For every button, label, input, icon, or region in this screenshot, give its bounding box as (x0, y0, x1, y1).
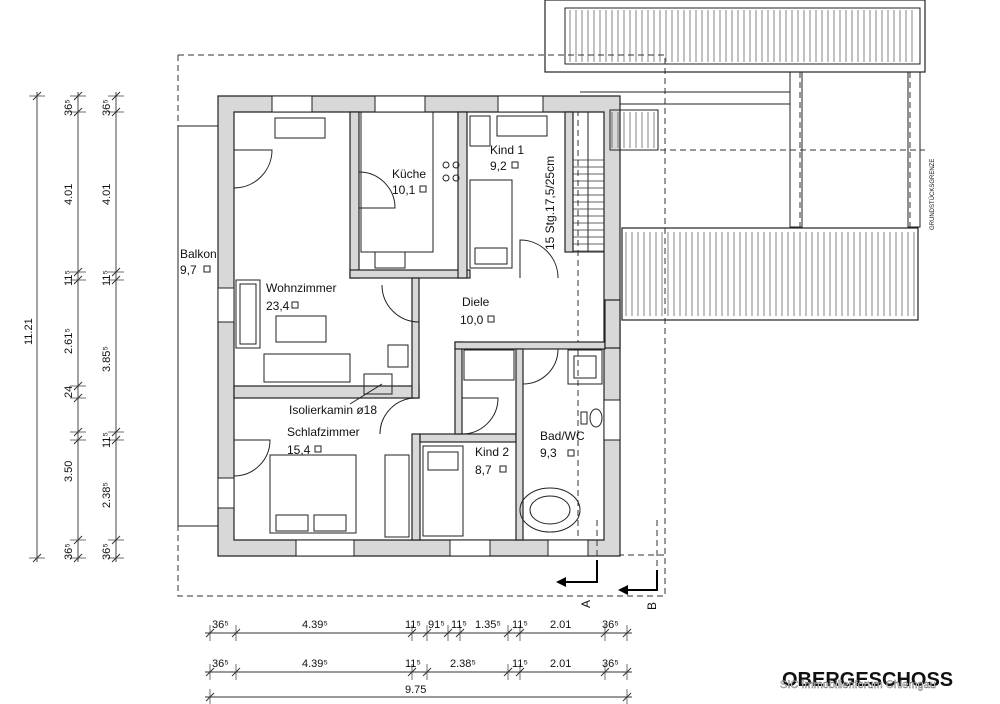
dim-b2-3: 2.38⁵ (450, 658, 476, 670)
schlafzimmer-marker (314, 445, 322, 453)
kueche-area: 10,1 (392, 183, 416, 197)
dim-l2-6: 36⁵ (63, 99, 75, 116)
furniture (235, 111, 603, 538)
schlafzimmer-area: 15,4 (287, 443, 311, 457)
dim-b1-2: 11⁵ (405, 619, 421, 631)
section-b-label: B (645, 602, 659, 610)
kind2-area: 8,7 (475, 463, 492, 477)
balkon-name: Balkon (180, 247, 217, 261)
kueche-marker (419, 185, 427, 193)
balkon-marker (203, 265, 211, 273)
windows (217, 95, 621, 557)
bad-marker (567, 449, 575, 457)
dim-l2-4: 11⁵ (63, 270, 75, 286)
dim-l3-3: 3.85⁵ (101, 346, 113, 372)
balcony (177, 125, 221, 527)
dim-b1-3: 91⁵ (428, 619, 445, 631)
credit-text: SIC Immobilienforum Chiemgau (780, 679, 936, 691)
dim-b1-0: 36⁵ (212, 619, 229, 631)
dim-left-total: 11.21 (23, 318, 35, 345)
diele-name: Diele (462, 295, 490, 309)
dim-l2-2: 24 (63, 386, 75, 398)
bad-area: 9,3 (540, 446, 557, 460)
kind2-name: Kind 2 (475, 445, 509, 459)
bad-name: Bad/WC (540, 429, 585, 443)
grenze-label: GRUNDSTÜCKSGRENZE (929, 159, 936, 230)
room-labels: Küche 10,1 Kind 1 9,2 Balkon 9,7 Wohnzim… (180, 143, 585, 477)
neighbour-roof: GRUNDSTÜCKSGRENZE (544, 0, 936, 321)
dim-b2-5: 2.01 (550, 658, 571, 670)
dim-l3-6: 36⁵ (101, 99, 113, 116)
dim-b1-1: 4.39⁵ (302, 619, 328, 631)
dim-b2-0: 36⁵ (212, 658, 229, 670)
schlafzimmer-name: Schlafzimmer (287, 425, 360, 439)
dim-b1-8: 36⁵ (602, 619, 619, 631)
wohnzimmer-marker (291, 301, 299, 309)
kind1-marker (511, 161, 519, 169)
plan-title: OBERGESCHOSS (782, 669, 953, 691)
dim-b2-4: 11⁵ (512, 658, 528, 670)
dim-l3-0: 36⁵ (101, 543, 113, 560)
dim-b1-5: 1.35⁵ (475, 619, 501, 631)
dim-b2-6: 36⁵ (602, 658, 619, 670)
dim-l2-0: 36⁵ (63, 543, 75, 560)
dim-b1-7: 2.01 (550, 619, 571, 631)
diele-area: 10,0 (460, 313, 484, 327)
isolierkamin-label: Isolierkamin ø18 (289, 403, 377, 417)
kind1-area: 9,2 (490, 159, 507, 173)
dim-b2-1: 4.39⁵ (302, 658, 328, 670)
dim-b1-6: 11⁵ (512, 619, 528, 631)
balkon-area: 9,7 (180, 263, 197, 277)
stairs-label: 15 Stg.17,5/25cm (543, 156, 557, 250)
dim-l3-4: 11⁵ (101, 270, 113, 286)
kind2-marker (499, 465, 507, 473)
kueche-name: Küche (392, 167, 426, 181)
kind1-name: Kind 1 (490, 143, 524, 157)
dim-l3-5: 4.01 (101, 184, 113, 205)
dim-bottom-total: 9.75 (405, 684, 426, 696)
roof-outline (177, 54, 666, 597)
interior-walls (233, 111, 621, 541)
dim-l2-1: 3.50 (63, 461, 75, 482)
dim-l2-5: 4.01 (63, 184, 75, 205)
wohnzimmer-name: Wohnzimmer (266, 281, 336, 295)
dim-b2-2: 11⁵ (405, 658, 421, 670)
dim-l2-3: 2.61⁵ (63, 328, 75, 354)
bottom-dimensions: 36⁵ 4.39⁵ 11⁵ 91⁵ 11⁵ 1.35⁵ 11⁵ 2.01 36⁵… (205, 619, 632, 704)
staircase (572, 109, 659, 253)
left-dimensions: 11.21 36⁵ 3.50 24 2.61⁵ 11⁵ 4.01 36⁵ 36⁵… (23, 91, 124, 563)
wohnzimmer-area: 23,4 (266, 299, 290, 313)
section-markers: A B (556, 520, 659, 610)
doors (233, 149, 559, 477)
diele-marker (487, 315, 495, 323)
dim-b1-4: 11⁵ (451, 619, 467, 631)
section-a-label: A (579, 600, 593, 608)
dim-l3-1: 2.38⁵ (101, 482, 113, 508)
dim-l3-2: 11⁵ (101, 432, 113, 448)
